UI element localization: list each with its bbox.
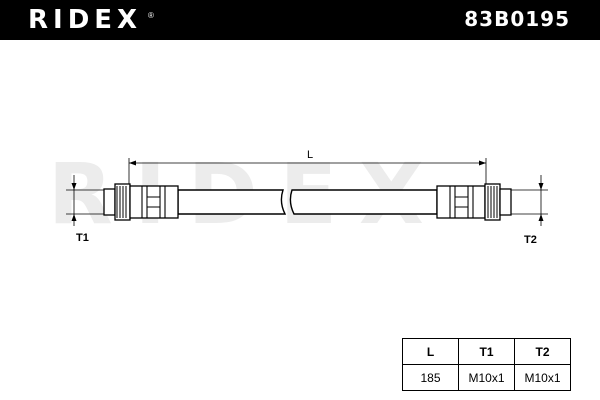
header-thread1: T1 [458, 338, 515, 365]
value-thread1: M10x1 [458, 364, 515, 391]
left-fitting [103, 183, 179, 221]
brand-logo: RIDEX [28, 5, 143, 35]
header-bar: RIDEX ® 83B0195 [0, 0, 600, 40]
thread1-dimension: T1 [66, 175, 106, 244]
spec-table: L T1 T2 185 M10x1 M10x1 [402, 338, 571, 391]
value-thread2: M10x1 [514, 364, 571, 391]
thread2-label: T2 [524, 234, 537, 246]
header-length: L [402, 338, 459, 365]
length-dimension: L [128, 149, 487, 185]
part-number: 83B0195 [464, 7, 570, 31]
header-thread2: T2 [514, 338, 571, 365]
value-length: 185 [402, 364, 459, 391]
hose-body [177, 189, 438, 215]
length-label: L [307, 149, 313, 161]
spec-header-row: L T1 T2 [402, 338, 571, 365]
thread2-dimension: T2 [510, 175, 548, 246]
spec-value-row: 185 M10x1 M10x1 [402, 364, 571, 391]
registered-mark: ® [148, 11, 154, 20]
thread1-label: T1 [76, 232, 89, 244]
right-fitting [436, 183, 512, 221]
